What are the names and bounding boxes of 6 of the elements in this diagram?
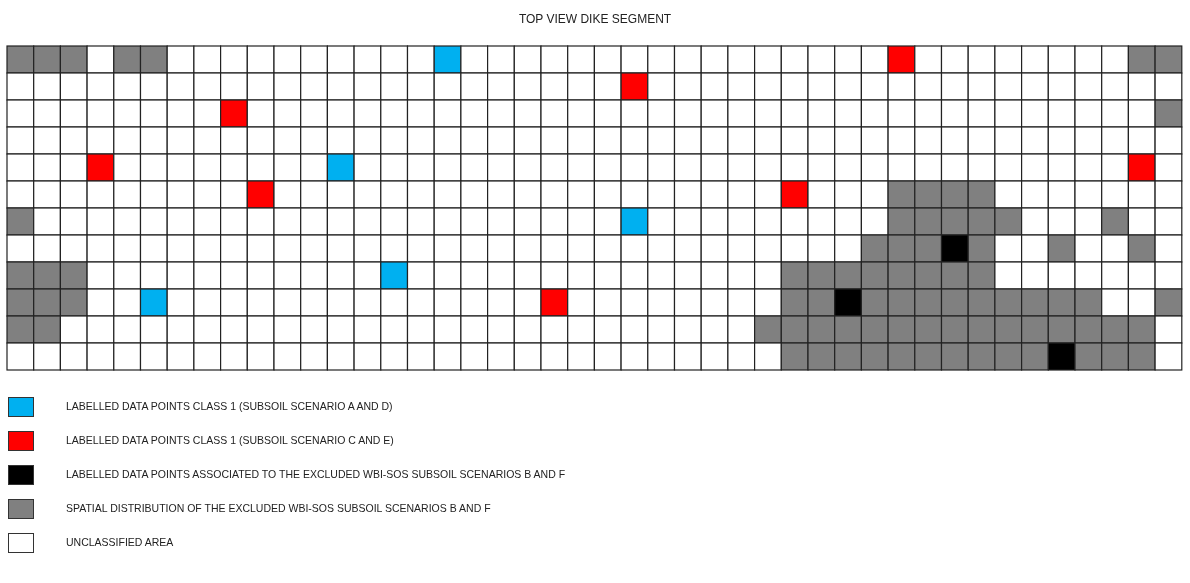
legend-label: UNCLASSIFIED AREA: [66, 536, 174, 548]
legend-label: SPATIAL DISTRIBUTION OF THE EXCLUDED WBI-SOS SUBSOIL SCENARIOS B AND F: [66, 502, 491, 514]
diagram-title: TOP VIEW DIKE SEGMENT: [517, 12, 673, 26]
legend-label: LABELLED DATA POINTS CLASS 1 (SUBSOIL SCENARIO A AND D): [66, 400, 393, 412]
legend-label: LABELLED DATA POINTS CLASS 1 (SUBSOIL SCENARIO C AND E): [66, 434, 394, 446]
legend-label: LABELLED DATA POINTS ASSOCIATED TO THE EXCLUDED WBI-SOS SUBSOIL SCENARIOS B AND F: [66, 468, 566, 480]
